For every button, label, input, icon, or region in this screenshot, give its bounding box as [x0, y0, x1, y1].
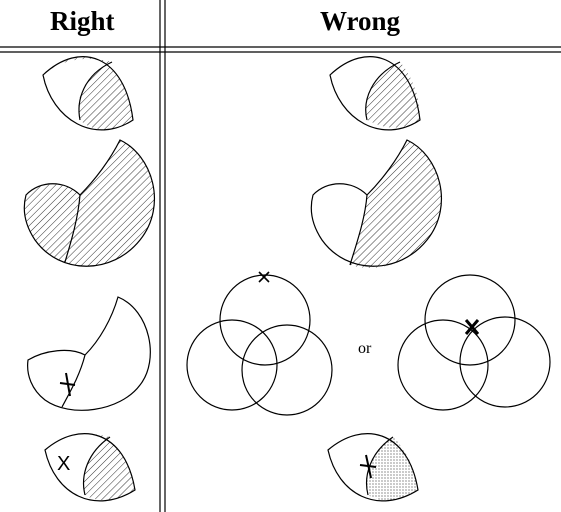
- right-row2-crescent: [23, 139, 155, 267]
- column-header-right: Right: [50, 6, 115, 36]
- wrong-row2-crescent: [310, 139, 442, 268]
- wrong-row3-venn-a: [186, 271, 333, 416]
- right-row3-crescent: [27, 296, 151, 411]
- right-row1-lens: [42, 56, 134, 131]
- wrong-row4-lens: [327, 433, 419, 502]
- wrong-row1-lens: [329, 56, 421, 131]
- wrong-row3-venn-b: [397, 274, 551, 411]
- x-mark-label: X: [57, 453, 70, 475]
- or-connector-label: or: [358, 340, 372, 357]
- right-row4-lens: X: [44, 433, 136, 502]
- column-header-wrong: Wrong: [320, 6, 401, 36]
